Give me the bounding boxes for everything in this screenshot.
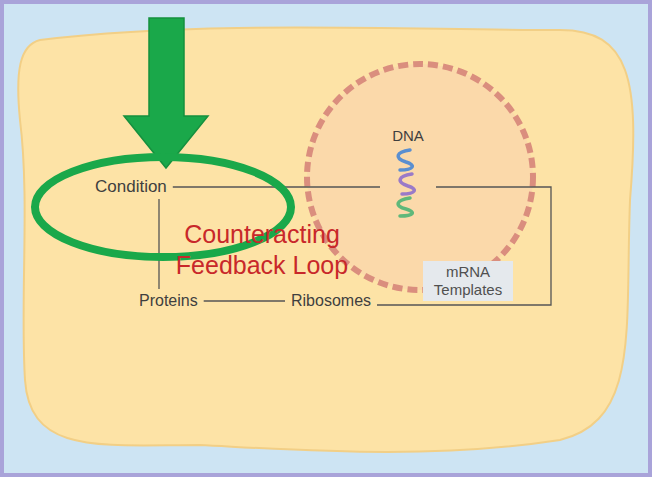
background-panel: Condition DNA Proteins Ribosomes Counteracti… — [4, 4, 648, 473]
connector-line — [158, 199, 159, 289]
node-text: DNA — [386, 126, 430, 146]
ribosomes-label: Ribosomes — [287, 289, 375, 313]
node-text: Proteins — [139, 291, 198, 311]
loop-title: Counteracting Feedback Loop — [146, 219, 378, 281]
connector-line — [204, 300, 285, 301]
proteins-label: Proteins — [135, 289, 202, 313]
edge-label: mRNA Templates — [423, 261, 513, 301]
condition-label: Condition — [91, 175, 171, 199]
dna-helix — [386, 146, 430, 218]
node-text: Condition — [95, 177, 167, 197]
cell-body — [18, 28, 633, 452]
green-arrow — [124, 18, 208, 168]
connector-line — [377, 187, 551, 305]
node-text: Ribosomes — [291, 291, 371, 311]
dna-node: DNA — [382, 124, 434, 220]
